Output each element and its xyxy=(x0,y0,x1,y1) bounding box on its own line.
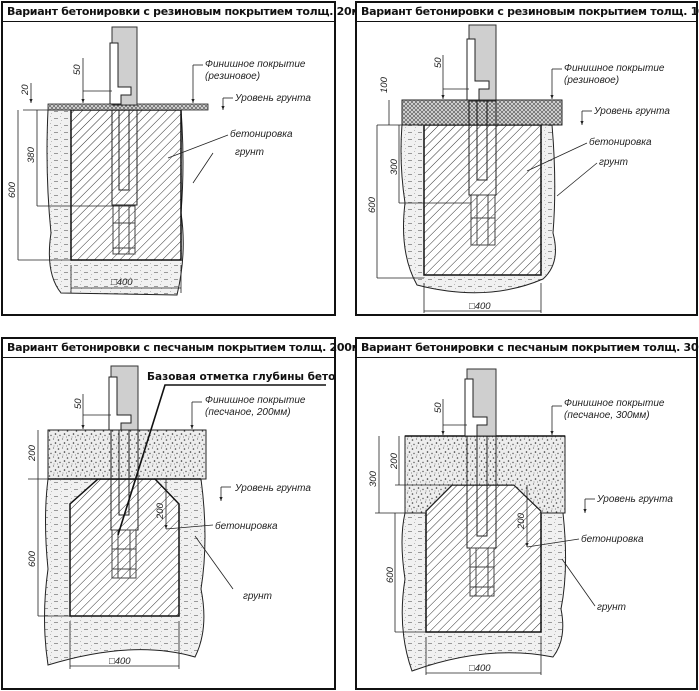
rubber-covering xyxy=(401,99,563,126)
label-finish: Финишное покрытие xyxy=(205,59,306,70)
dim-post-gap: 50 xyxy=(433,57,444,68)
bracket xyxy=(109,42,132,105)
dim-depth: 600 xyxy=(367,196,378,213)
dim-cover-total: 300 xyxy=(368,470,379,487)
dim-cover: 200 xyxy=(389,452,400,470)
bracket xyxy=(464,378,488,437)
concrete-block xyxy=(423,124,542,276)
bracket xyxy=(466,38,490,101)
label-ground-level: Уровень грунта xyxy=(593,106,670,117)
panel-rubber-100: Вариант бетонировки с резиновым покрытие… xyxy=(355,1,699,316)
dim-embed: 200 xyxy=(155,502,166,520)
label-finish: Финишное покрытие xyxy=(205,395,306,406)
label-finish-sub: (резиновое) xyxy=(205,71,260,82)
sand-covering xyxy=(47,429,207,480)
label-soil: грунт xyxy=(235,147,264,158)
dim-embed: 380 xyxy=(26,146,37,163)
dim-width: □400 xyxy=(469,301,491,312)
diagram-sand-200: Базовая отметка глубины бетонировки 50 2… xyxy=(27,365,334,669)
label-soil: грунт xyxy=(597,602,626,613)
concrete-block xyxy=(70,109,182,261)
dim-post-gap: 50 xyxy=(433,402,444,413)
dim-cover: 200 xyxy=(27,444,38,462)
label-ground-level: Уровень грунта xyxy=(234,93,311,104)
panel-sand-200: Вариант бетонировки с песчаным покрытием… xyxy=(1,337,369,690)
concrete-block xyxy=(425,484,542,633)
label-concrete: бетонировка xyxy=(581,533,644,545)
bracket xyxy=(108,376,132,431)
rebar-cage xyxy=(112,205,136,255)
panel-title: Вариант бетонировки с песчаным покрытием… xyxy=(3,339,369,358)
panel-rubber-20: Вариант бетонировки с резиновым покрытие… xyxy=(1,1,369,316)
label-ground-level: Уровень грунта xyxy=(596,494,673,505)
concrete-block xyxy=(69,478,180,617)
label-concrete: бетонировка xyxy=(230,128,293,140)
panel-title: Вариант бетонировки с резиновым покрытие… xyxy=(3,3,369,22)
dim-cover: 20 xyxy=(20,84,31,96)
rebar-cage xyxy=(469,547,495,597)
label-soil: грунт xyxy=(243,591,272,602)
label-concrete: бетонировка xyxy=(215,520,278,532)
dim-embed: 300 xyxy=(389,158,400,175)
label-finish-sub: (песчаное, 200мм) xyxy=(205,407,291,418)
dim-embed: 200 xyxy=(516,512,527,530)
panel-title: Вариант бетонировки с песчаным покрытием… xyxy=(357,339,699,358)
label-soil: грунт xyxy=(599,157,628,168)
dim-cover: 100 xyxy=(379,76,390,93)
panel-title: Вариант бетонировки с резиновым покрытие… xyxy=(357,3,699,22)
label-ground-level: Уровень грунта xyxy=(234,483,311,494)
label-finish-sub: (резиновое) xyxy=(564,75,619,86)
callout-leader xyxy=(117,384,326,536)
panel-sand-300: Вариант бетонировки с песчаным покрытием… xyxy=(355,337,699,690)
rebar-cage xyxy=(470,194,496,246)
label-finish: Финишное покрытие xyxy=(564,63,665,74)
diagram-rubber-100: 50 100 300 600 □400 Финишное покрытие (р… xyxy=(367,24,670,313)
dim-depth: 600 xyxy=(27,550,38,567)
callout-base-depth-mark: Базовая отметка глубины бетонировки xyxy=(147,371,334,383)
dim-width: □400 xyxy=(469,663,491,674)
rebar-cage xyxy=(111,529,137,579)
label-concrete: бетонировка xyxy=(589,136,652,148)
diagram-sand-300: 50 300 200 200 600 □400 Финишное покрыти… xyxy=(368,368,673,675)
dim-width: □400 xyxy=(109,656,131,667)
dim-width: □400 xyxy=(111,277,133,288)
dim-post-gap: 50 xyxy=(72,64,83,75)
label-finish: Финишное покрытие xyxy=(564,398,665,409)
dim-post-gap: 50 xyxy=(73,398,84,409)
label-finish-sub: (песчаное, 300мм) xyxy=(564,410,650,421)
dim-depth: 600 xyxy=(7,181,18,198)
dim-depth: 600 xyxy=(385,566,396,583)
diagram-rubber-20: 50 20 380 600 □400 Финишное покрытие (ре… xyxy=(7,26,311,296)
